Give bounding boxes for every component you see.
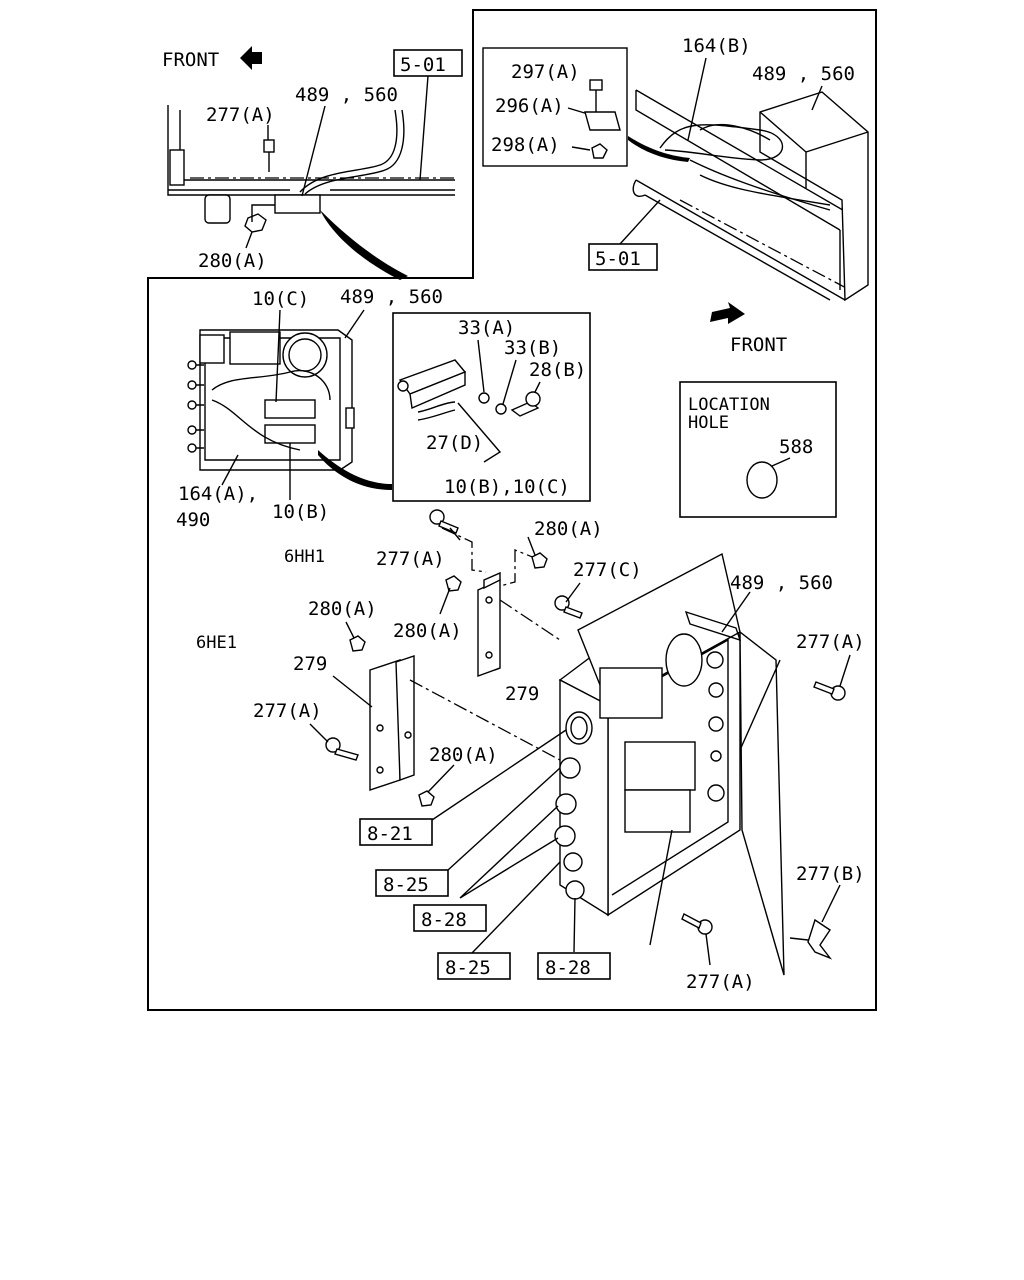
washer-icon <box>495 403 507 415</box>
part-10b-10c: 10(B),10(C) <box>444 476 570 498</box>
front-label-top: FRONT <box>162 49 219 71</box>
part-280a-1: 280(A) <box>534 518 603 540</box>
nut-icon <box>531 552 548 569</box>
wing-bolt-icon <box>789 918 833 960</box>
ref-8-28-upper: 8-28 <box>421 909 467 931</box>
part-33a: 33(A) <box>458 317 515 339</box>
front-arrow-left-icon <box>240 46 262 70</box>
frame-lines <box>147 9 877 1011</box>
ref-8-21: 8-21 <box>367 823 413 845</box>
part-489-560-top: 489 , 560 <box>295 84 398 106</box>
nut-icon <box>591 143 608 159</box>
ref-8-28-lower: 8-28 <box>545 957 591 979</box>
screw-icon <box>510 391 541 417</box>
part-296a: 296(A) <box>495 95 564 117</box>
box-interior-view: 10(C) 489 , 560 164(A), 490 10(B) <box>176 286 443 531</box>
engine-6hh1: 6HH1 <box>284 547 325 567</box>
connector-icon <box>563 852 583 872</box>
part-164b: 164(B) <box>682 35 751 57</box>
location-hole-line2: HOLE <box>688 413 729 433</box>
part-277a-top: 277(A) <box>206 104 275 126</box>
location-hole-line1: LOCATION <box>688 395 770 415</box>
part-280a-4: 280(A) <box>429 744 498 766</box>
part-298a: 298(A) <box>491 134 560 156</box>
part-28b: 28(B) <box>529 359 586 381</box>
part-280a-2: 280(A) <box>308 598 377 620</box>
nut-icon <box>445 575 462 592</box>
part-489-560-mid: 489 , 560 <box>340 286 443 308</box>
nut-icon <box>418 790 435 807</box>
connector-icon <box>554 825 576 847</box>
connector-icon <box>565 880 585 900</box>
chassis-view: FRONT 5-01 277(A) 489 , 560 <box>162 46 463 280</box>
ref-8-25-lower: 8-25 <box>445 957 491 979</box>
nut-icon <box>349 635 366 652</box>
part-27d: 27(D) <box>426 432 483 454</box>
bolt-icon <box>325 737 359 761</box>
location-hole-callout: LOCATION HOLE 588 <box>679 381 837 518</box>
bolt-icon <box>263 139 275 172</box>
washer-icon <box>478 392 490 404</box>
front-label-right: FRONT <box>730 334 787 356</box>
bolt-icon <box>813 681 846 701</box>
location-hole-icon <box>746 461 778 499</box>
part-33b: 33(B) <box>504 337 561 359</box>
part-279-right: 279 <box>505 683 539 705</box>
nut-icon <box>244 213 267 233</box>
part-489-560-box: 489 , 560 <box>730 572 833 594</box>
bolt-icon <box>429 509 459 534</box>
frame-rail-view: 297(A) 296(A) 298(A) 164(B) 489 , 560 5-… <box>482 35 869 356</box>
part-490: 490 <box>176 509 210 531</box>
part-10b: 10(B) <box>272 501 329 523</box>
ref-5-01-top: 5-01 <box>400 54 446 76</box>
resistor-detail: 33(A) 33(B) 28(B) 27(D) 10(B),10(C) <box>392 312 591 502</box>
part-280a-top: 280(A) <box>198 250 267 272</box>
bolt-icon <box>554 595 583 619</box>
front-arrow-right-icon <box>710 302 745 324</box>
part-277c: 277(C) <box>573 559 642 581</box>
part-279-left: 279 <box>293 653 327 675</box>
part-277a-1: 277(A) <box>376 548 445 570</box>
part-297a: 297(A) <box>511 61 580 83</box>
part-277a-left: 277(A) <box>253 700 322 722</box>
part-164a: 164(A), <box>178 483 258 505</box>
bolt-icon <box>589 79 603 112</box>
part-10c: 10(C) <box>252 288 309 310</box>
ref-8-25-upper: 8-25 <box>383 874 429 896</box>
part-277a-right: 277(A) <box>796 631 865 653</box>
ref-5-01-right: 5-01 <box>595 248 641 270</box>
part-280a-3: 280(A) <box>393 620 462 642</box>
main-assembly: 6HH1 6HE1 <box>196 509 865 993</box>
part-588: 588 <box>779 436 813 458</box>
part-489-560-tr: 489 , 560 <box>752 63 855 85</box>
connector-icon <box>555 793 577 815</box>
bolt-icon <box>681 913 713 935</box>
part-277b: 277(B) <box>796 863 865 885</box>
part-277a-bottom: 277(A) <box>686 971 755 993</box>
engine-6he1: 6HE1 <box>196 633 237 653</box>
connector-icon <box>565 711 593 745</box>
connector-icon <box>559 757 581 779</box>
